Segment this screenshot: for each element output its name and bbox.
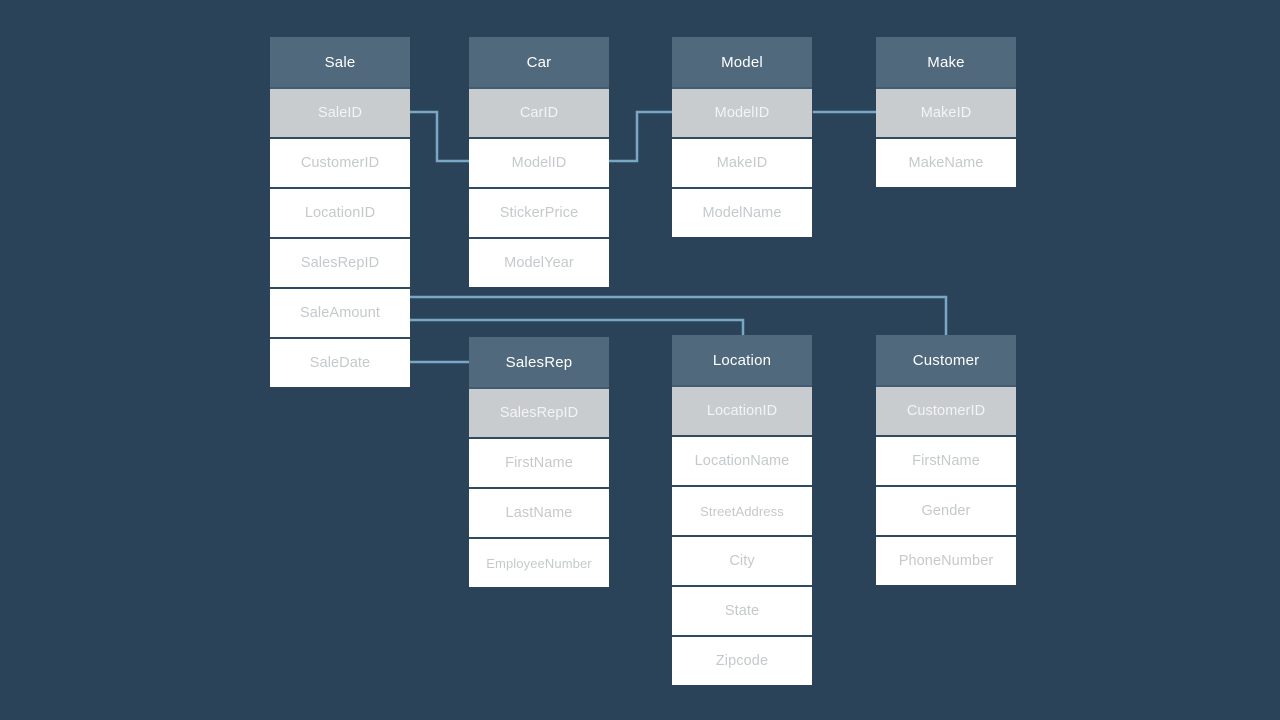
entity-title-sale: Sale	[270, 37, 410, 87]
field-modelyear[interactable]: ModelYear	[469, 237, 609, 287]
field-lastname[interactable]: LastName	[469, 487, 609, 537]
field-saledate[interactable]: SaleDate	[270, 337, 410, 387]
entity-title-car: Car	[469, 37, 609, 87]
primary-key-field-modelid[interactable]: ModelID	[672, 87, 812, 137]
field-modelid[interactable]: ModelID	[469, 137, 609, 187]
primary-key-field-customerid[interactable]: CustomerID	[876, 385, 1016, 435]
field-city[interactable]: City	[672, 535, 812, 585]
entity-title-make: Make	[876, 37, 1016, 87]
primary-key-field-salesrepid[interactable]: SalesRepID	[469, 387, 609, 437]
field-zipcode[interactable]: Zipcode	[672, 635, 812, 685]
field-makename[interactable]: MakeName	[876, 137, 1016, 187]
field-modelname[interactable]: ModelName	[672, 187, 812, 237]
entity-title-location: Location	[672, 335, 812, 385]
field-salesrepid[interactable]: SalesRepID	[270, 237, 410, 287]
primary-key-field-locationid[interactable]: LocationID	[672, 385, 812, 435]
field-firstname[interactable]: FirstName	[469, 437, 609, 487]
entity-title-salesrep: SalesRep	[469, 337, 609, 387]
field-makeid[interactable]: MakeID	[672, 137, 812, 187]
field-streetaddress[interactable]: StreetAddress	[672, 485, 812, 535]
field-locationname[interactable]: LocationName	[672, 435, 812, 485]
primary-key-field-makeid[interactable]: MakeID	[876, 87, 1016, 137]
primary-key-field-carid[interactable]: CarID	[469, 87, 609, 137]
entity-title-model: Model	[672, 37, 812, 87]
field-state[interactable]: State	[672, 585, 812, 635]
entity-title-customer: Customer	[876, 335, 1016, 385]
field-phonenumber[interactable]: PhoneNumber	[876, 535, 1016, 585]
field-gender[interactable]: Gender	[876, 485, 1016, 535]
field-employeenumber[interactable]: EmployeeNumber	[469, 537, 609, 587]
connector-sale-customer	[408, 295, 948, 337]
field-locationid[interactable]: LocationID	[270, 187, 410, 237]
field-firstname[interactable]: FirstName	[876, 435, 1016, 485]
field-customerid[interactable]: CustomerID	[270, 137, 410, 187]
connector-sale-location	[408, 318, 745, 337]
primary-key-field-saleid[interactable]: SaleID	[270, 87, 410, 137]
field-stickerprice[interactable]: StickerPrice	[469, 187, 609, 237]
field-saleamount[interactable]: SaleAmount	[270, 287, 410, 337]
connector-car-model	[607, 110, 674, 163]
connector-sale-car	[408, 110, 471, 163]
